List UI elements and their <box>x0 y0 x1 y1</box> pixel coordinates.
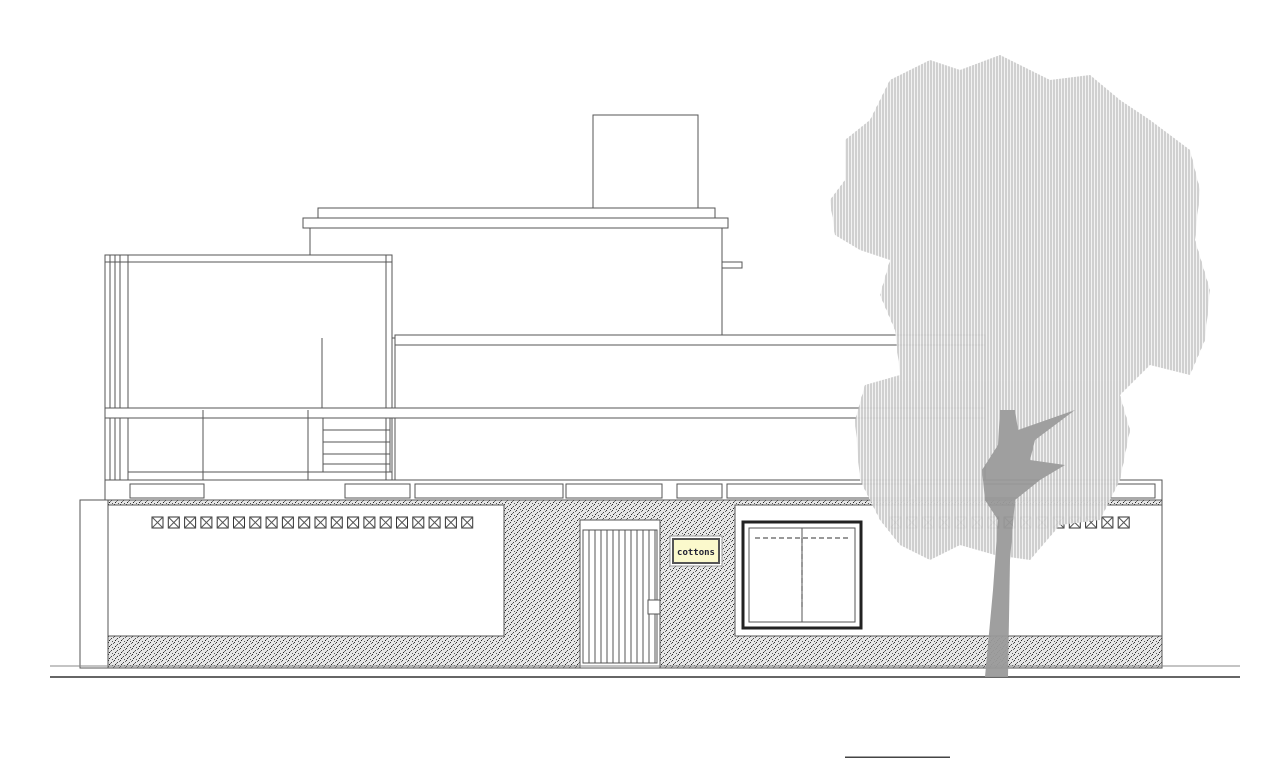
floor-slab <box>104 407 986 419</box>
sign-text: cottons <box>677 548 715 558</box>
breeze-blocks-left <box>151 516 474 529</box>
tree <box>830 55 1210 677</box>
wall-end-pier <box>79 499 109 669</box>
roof-tower <box>592 114 699 211</box>
upper-left-frame <box>104 254 393 481</box>
stair <box>322 417 391 473</box>
door-handle <box>647 599 661 615</box>
drain-spout <box>721 261 743 269</box>
entrance-door <box>579 519 661 669</box>
roof-slab <box>302 217 729 229</box>
roof-cap <box>317 207 716 219</box>
tree-canopy <box>830 55 1210 560</box>
tree-trunk <box>982 410 1075 677</box>
shop-window <box>741 520 863 630</box>
shop-sign: cottons <box>669 535 723 567</box>
